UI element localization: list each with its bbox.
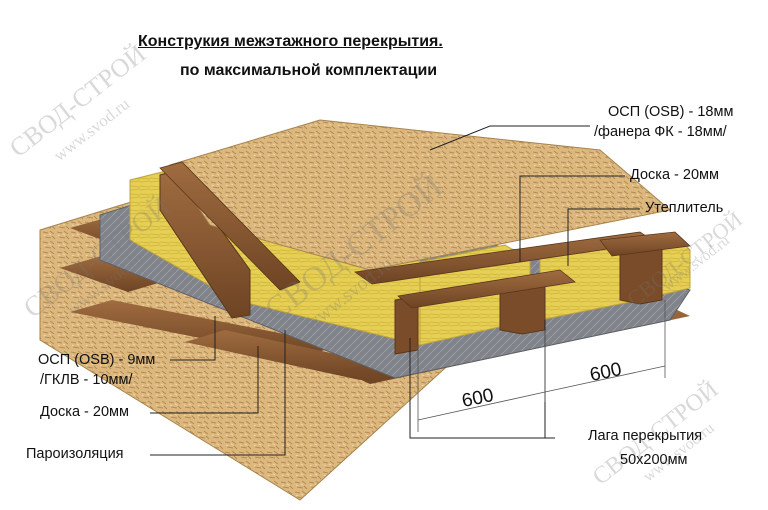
top-osb-sheet	[169, 119, 672, 271]
leader-insulation	[567, 208, 640, 266]
leader-board-top	[519, 175, 625, 262]
dim-line-1	[417, 391, 546, 421]
diagram-subtitle: по максимальной комплектации	[180, 62, 438, 79]
leader-osb-top	[429, 125, 590, 151]
leader-osb-bottom	[170, 316, 216, 361]
top-boards	[159, 161, 691, 309]
dimension-lines	[417, 300, 666, 432]
label-osb-bottom-line2: /ГКЛВ - 10мм/	[40, 372, 133, 388]
label-joist-line2: 50х200мм	[620, 452, 688, 468]
leader-joist	[409, 338, 555, 439]
label-vapor-barrier: Пароизоляция	[26, 446, 124, 462]
label-board-bottom: Доска - 20мм	[40, 404, 129, 420]
leader-board-bottom	[150, 346, 259, 414]
label-insulation: Утеплитель	[645, 200, 724, 216]
leader-vapor-barrier	[150, 330, 286, 456]
label-osb-top-line2: /фанера ФК - 18мм/	[594, 124, 727, 140]
label-board-top: Доска - 20мм	[630, 167, 719, 183]
label-joist-line1: Лага перекрытия	[588, 428, 703, 444]
label-osb-bottom-line1: ОСП (OSB) - 9мм	[38, 352, 156, 368]
diagram-title: Конструкия межэтажного перекрытия.	[138, 33, 443, 50]
label-osb-top-line1: ОСП (OSB) - 18мм	[608, 104, 734, 120]
dim-line-2	[544, 365, 666, 393]
